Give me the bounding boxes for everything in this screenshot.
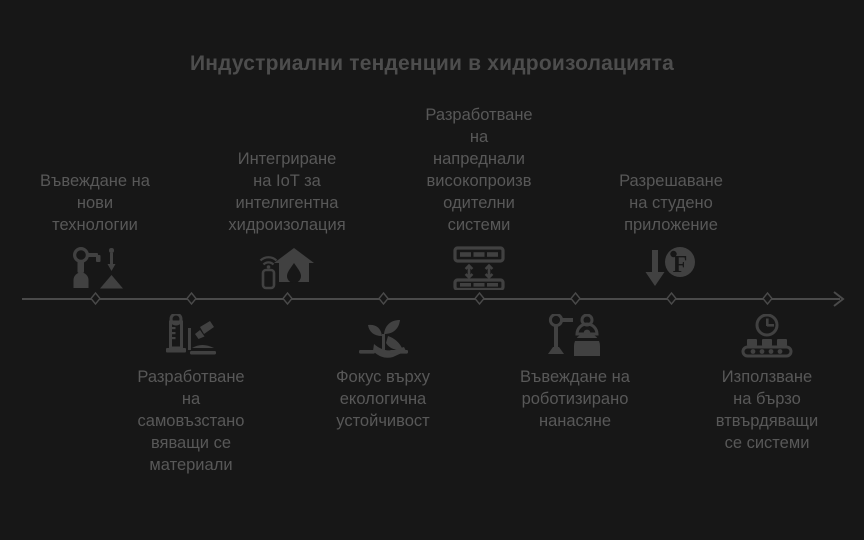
robotic-sprayer-icon bbox=[543, 310, 607, 362]
timeline-arrow-icon bbox=[832, 290, 850, 308]
clock-conveyor-icon bbox=[735, 310, 799, 362]
timeline-item-2[interactable]: Разработване на самовъзстано вяващи се м… bbox=[96, 310, 286, 476]
test-tube-brush-icon bbox=[159, 310, 223, 362]
timeline-item-8[interactable]: Използване на бързо втвърдяващи се систе… bbox=[672, 310, 862, 454]
timeline-item-8-label: Използване на бързо втвърдяващи се систе… bbox=[715, 368, 819, 452]
timeline-item-1-label: Въвеждане на нови технологии bbox=[40, 172, 150, 234]
timeline-item-4[interactable]: Фокус върху екологична устойчивост bbox=[288, 310, 478, 432]
layered-membrane-icon bbox=[447, 242, 511, 294]
cold-temperature-arrow-icon: F bbox=[639, 242, 703, 294]
timeline-marker bbox=[665, 292, 678, 305]
timeline-item-7[interactable]: Разрешаване на студено приложение F bbox=[576, 170, 766, 294]
timeline-item-3[interactable]: Интегриране на IoT за интелигентна хидро… bbox=[192, 148, 382, 294]
timeline-item-1[interactable]: Въвеждане на нови технологии bbox=[0, 170, 190, 294]
timeline-item-5[interactable]: Разработване на напреднали високопроизв … bbox=[384, 104, 574, 294]
timeline-item-2-label: Разработване на самовъзстано вяващи се м… bbox=[137, 368, 245, 474]
timeline-item-7-label: Разрешаване на студено приложение bbox=[619, 172, 723, 234]
timeline-item-3-label: Интегриране на IoT за интелигентна хидро… bbox=[228, 150, 346, 234]
timeline-axis bbox=[22, 298, 840, 300]
timeline-item-6-label: Въвеждане на роботизирано нанасяне bbox=[520, 368, 630, 430]
timeline-marker bbox=[761, 292, 774, 305]
timeline-item-5-label: Разработване на напреднали високопроизв … bbox=[425, 106, 533, 234]
timeline-marker bbox=[89, 292, 102, 305]
page-title: Индустриални тенденции в хидроизолацията bbox=[189, 52, 675, 75]
timeline-item-4-label: Фокус върху екологична устойчивост bbox=[335, 368, 431, 430]
smart-home-wifi-icon bbox=[255, 242, 319, 294]
timeline-item-6[interactable]: Въвеждане на роботизирано нанасяне bbox=[480, 310, 670, 432]
timeline-marker bbox=[473, 292, 486, 305]
timeline-marker bbox=[185, 292, 198, 305]
timeline-marker bbox=[281, 292, 294, 305]
timeline-marker bbox=[377, 292, 390, 305]
svg-text:F: F bbox=[673, 252, 688, 278]
timeline-marker bbox=[569, 292, 582, 305]
hand-plant-sprout-icon bbox=[351, 310, 415, 362]
robot-arm-pyramid-icon bbox=[63, 242, 127, 294]
